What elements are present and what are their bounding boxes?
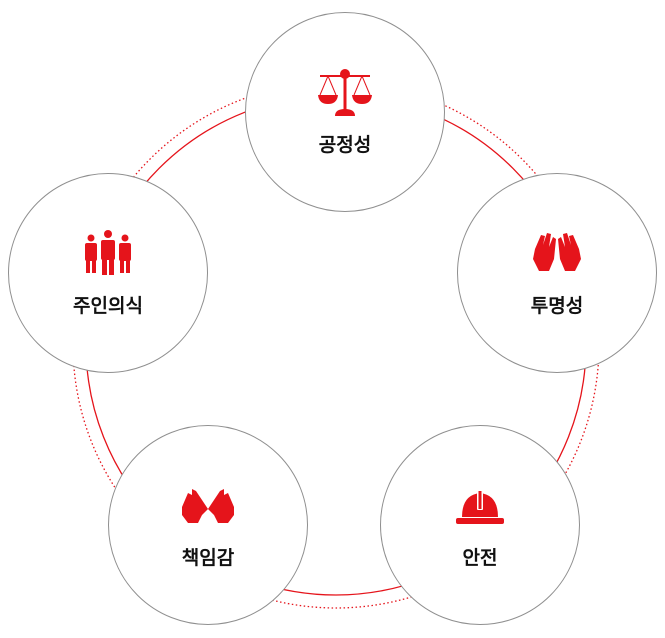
value-fairness: 공정성	[245, 12, 445, 212]
value-label: 투명성	[530, 295, 584, 317]
hard-hat-icon	[456, 489, 504, 524]
value-ownership: 주인의식	[8, 173, 208, 373]
people-group-icon	[85, 229, 131, 275]
value-label: 안전	[462, 547, 498, 569]
pinky-promise-icon	[182, 488, 234, 523]
scales-icon	[318, 68, 372, 116]
value-transparency: 투명성	[457, 173, 657, 373]
value-responsibility: 책임감	[108, 425, 308, 625]
clapping-hands-icon	[533, 232, 581, 271]
value-label: 공정성	[318, 134, 372, 156]
value-safety: 안전	[380, 425, 580, 625]
value-label: 주인의식	[73, 295, 143, 317]
value-label: 책임감	[181, 547, 235, 569]
